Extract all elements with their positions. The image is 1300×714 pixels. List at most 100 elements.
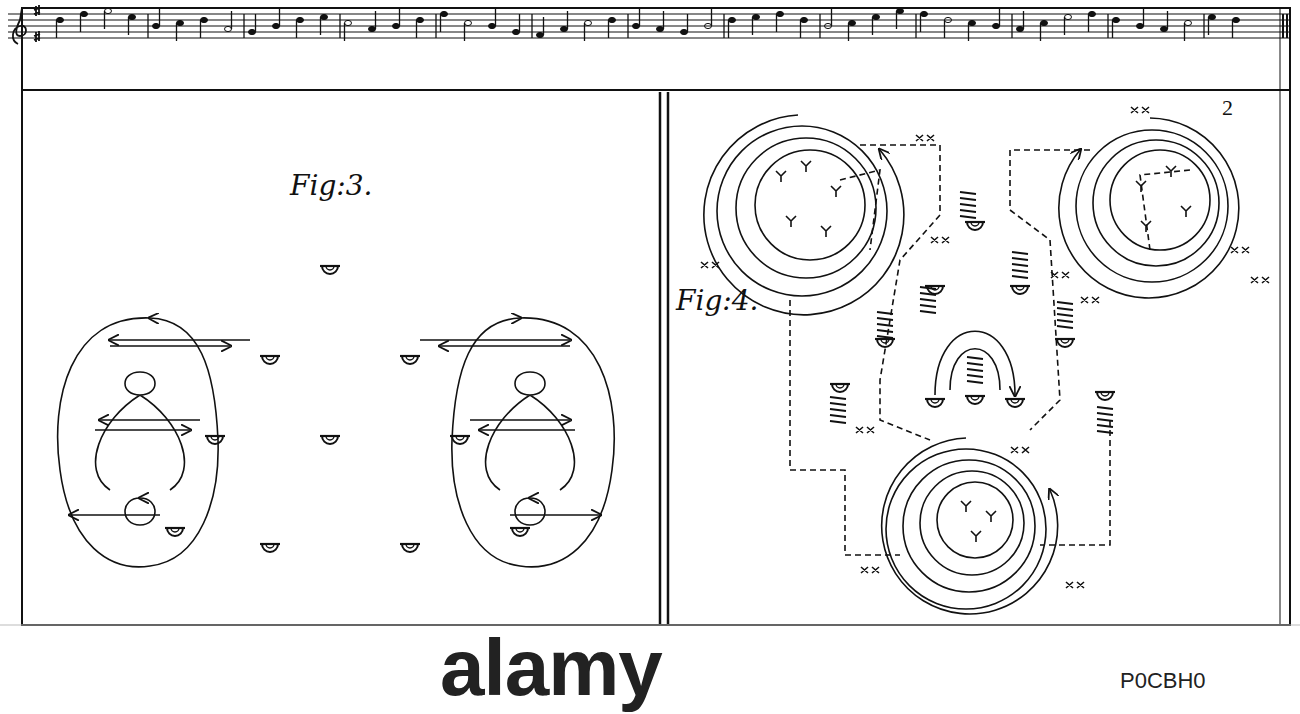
engraving-part bbox=[1231, 247, 1249, 253]
engraving-part bbox=[1064, 17, 1065, 35]
engraving-part bbox=[915, 14, 916, 38]
engraving-part bbox=[1166, 166, 1176, 177]
engraving-part bbox=[279, 8, 280, 26]
engraving-part bbox=[728, 20, 729, 38]
engraving-part bbox=[872, 17, 873, 35]
engraving-part bbox=[584, 23, 585, 41]
engraving-part bbox=[1023, 11, 1024, 29]
engraving-part bbox=[441, 11, 448, 16]
engraving-part bbox=[1010, 150, 1090, 430]
engraving-part bbox=[1140, 170, 1190, 250]
engraving-part bbox=[860, 145, 940, 440]
engraving-part bbox=[705, 23, 712, 28]
engraving-part bbox=[1097, 407, 1113, 433]
engraving-part bbox=[320, 17, 321, 35]
engraving-part bbox=[786, 216, 796, 227]
engraving-part bbox=[465, 20, 472, 25]
engraving-part bbox=[925, 286, 945, 294]
engraving-part bbox=[701, 107, 1269, 588]
engraving-part bbox=[1143, 8, 1144, 26]
engraving-part bbox=[417, 17, 424, 22]
engraving-part bbox=[104, 11, 105, 29]
engraving-part bbox=[931, 237, 949, 243]
engraving-part bbox=[961, 501, 971, 512]
engraving-part bbox=[34, 31, 40, 42]
engraving-part bbox=[882, 438, 1058, 614]
engraving-part bbox=[717, 126, 887, 296]
engraving-part bbox=[801, 17, 808, 22]
engraving-part bbox=[687, 14, 688, 32]
engraving-part bbox=[0, 626, 1300, 714]
engraving-part bbox=[1041, 20, 1048, 25]
engraving-part bbox=[147, 14, 148, 38]
engraving-part bbox=[225, 26, 232, 31]
engraving-part bbox=[128, 17, 129, 35]
engraving-part bbox=[1059, 118, 1239, 298]
engraving-part bbox=[100, 419, 200, 421]
engraving-part bbox=[1055, 339, 1075, 347]
engraving-part bbox=[659, 92, 662, 625]
engraving-part bbox=[627, 14, 628, 38]
engraving-part bbox=[56, 20, 57, 38]
engraving-part bbox=[231, 11, 232, 29]
engraving-part bbox=[945, 17, 952, 22]
engraving-part bbox=[1203, 14, 1204, 38]
engraving-part bbox=[965, 222, 985, 230]
engraving-part bbox=[165, 528, 185, 536]
engraving-part bbox=[830, 397, 846, 423]
engraving-part bbox=[790, 300, 900, 555]
engraving-part bbox=[13, 5, 40, 44]
engraving-part bbox=[1089, 11, 1096, 16]
engraving-part bbox=[176, 23, 177, 41]
page-number: 2 bbox=[1222, 97, 1233, 119]
engraving-part bbox=[153, 23, 160, 28]
engraving-part bbox=[567, 11, 568, 29]
engraving-part bbox=[399, 8, 400, 26]
engraving-part bbox=[752, 17, 753, 35]
engraving-part bbox=[849, 20, 856, 25]
engraving-part bbox=[1251, 277, 1269, 283]
engraving-part bbox=[159, 8, 160, 26]
engraving-part bbox=[1181, 206, 1191, 217]
engraving-part bbox=[1137, 23, 1144, 28]
engraving-part bbox=[1088, 14, 1089, 32]
engraving-part bbox=[450, 436, 470, 444]
engraving-part bbox=[95, 429, 190, 431]
engraving-part bbox=[886, 449, 1046, 609]
engraving-part bbox=[856, 427, 874, 433]
engraving-part bbox=[969, 20, 976, 25]
engraving-part bbox=[1065, 14, 1072, 19]
engraving-part bbox=[825, 23, 832, 28]
engraving-part bbox=[435, 14, 436, 38]
engraving-part bbox=[537, 32, 544, 37]
engraving-part bbox=[663, 11, 664, 29]
engraving-part bbox=[105, 8, 112, 13]
engraving-part bbox=[729, 17, 736, 22]
engraving-part bbox=[260, 544, 280, 552]
engraving-part bbox=[57, 8, 1288, 41]
engraving-part bbox=[70, 514, 160, 516]
engraving-part bbox=[177, 20, 184, 25]
engraving-part bbox=[950, 349, 1000, 390]
engraving-part bbox=[877, 312, 893, 338]
engraving-part bbox=[821, 226, 831, 237]
engraving-part bbox=[1283, 14, 1287, 38]
engraving-part bbox=[344, 23, 345, 41]
engraving-part bbox=[249, 29, 256, 34]
engraving-part bbox=[0, 625, 1300, 626]
engraving-part bbox=[711, 8, 712, 26]
engraving-part bbox=[452, 318, 614, 567]
engraving-part bbox=[1112, 20, 1113, 38]
engraving-part bbox=[519, 14, 520, 32]
engraving-part bbox=[723, 14, 724, 38]
engraving-part bbox=[129, 14, 136, 19]
figure-label: Fig:3. bbox=[290, 172, 372, 200]
engraving-part bbox=[896, 11, 897, 29]
engraving-part bbox=[776, 14, 777, 32]
engraving-part bbox=[921, 11, 928, 16]
watermark: alamy bbox=[440, 628, 662, 708]
engraving-part bbox=[585, 20, 592, 25]
engraving-part bbox=[486, 372, 575, 525]
image-id: P0CBH0 bbox=[1120, 670, 1206, 692]
